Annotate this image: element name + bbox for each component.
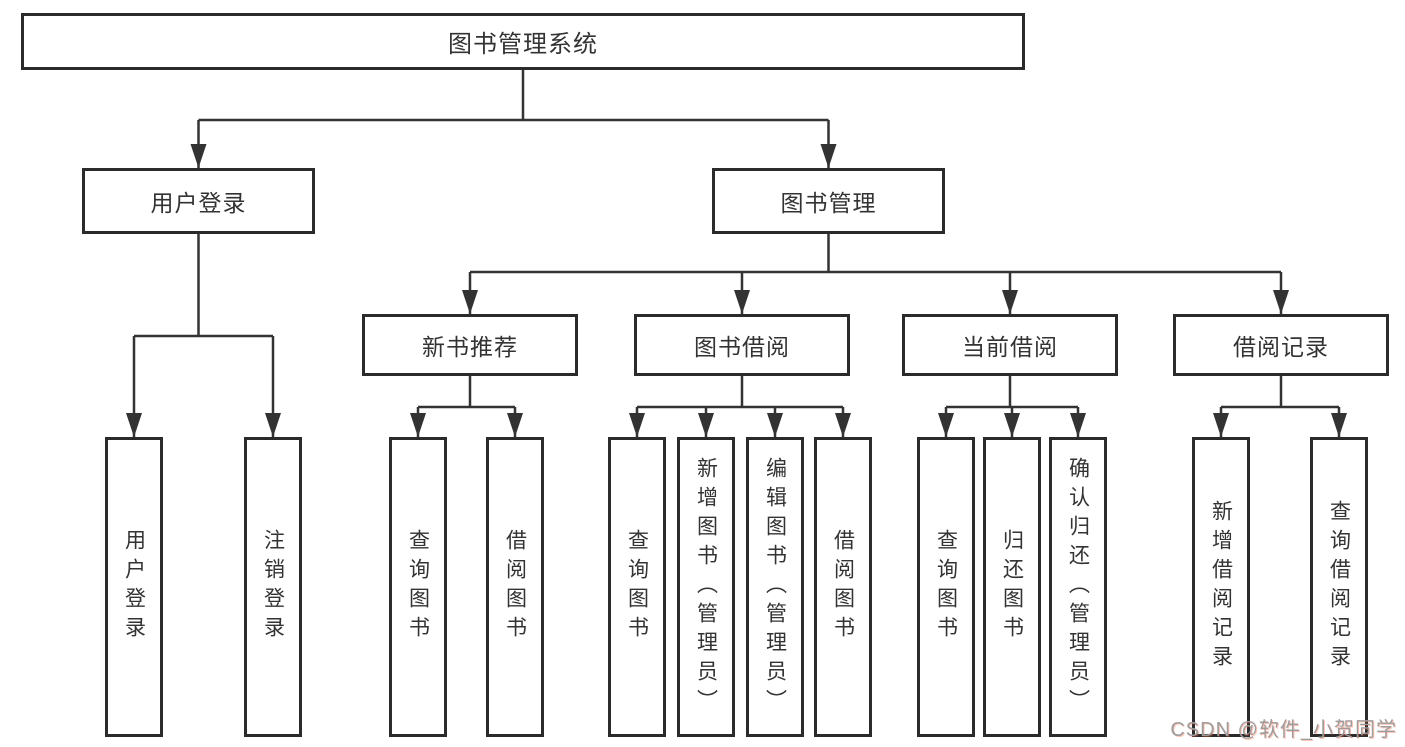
- leaf-borrow-books-rec: 借阅图书: [486, 437, 544, 737]
- leaf-logout: 注销登录: [244, 437, 302, 737]
- connector-skeleton: [134, 70, 1339, 409]
- node-user-login-branch: 用户登录: [82, 168, 315, 234]
- node-root-system: 图书管理系统: [21, 13, 1025, 70]
- node-book-borrowing: 图书借阅: [634, 314, 850, 376]
- leaf-query-books-rec: 查询图书: [389, 437, 447, 737]
- connector-arrows: [126, 120, 1347, 437]
- csdn-watermark: CSDN @软件_小贺同学: [1170, 719, 1397, 741]
- node-borrowing-records: 借阅记录: [1173, 314, 1389, 376]
- leaf-add-borrow-record: 新增借阅记录: [1192, 437, 1250, 737]
- leaf-query-borrow-record: 查询借阅记录: [1310, 437, 1368, 737]
- leaf-query-books-borrow: 查询图书: [608, 437, 666, 737]
- node-new-book-recommend: 新书推荐: [362, 314, 578, 376]
- leaf-user-login: 用户登录: [105, 437, 163, 737]
- leaf-query-books-current: 查询图书: [917, 437, 975, 737]
- leaf-return-books: 归还图书: [983, 437, 1041, 737]
- leaf-borrow-books: 借阅图书: [814, 437, 872, 737]
- node-current-borrowing: 当前借阅: [902, 314, 1118, 376]
- node-book-management-branch: 图书管理: [712, 168, 945, 234]
- leaf-add-books-admin: 新增图书（管理员）: [677, 437, 735, 737]
- leaf-edit-books-admin: 编辑图书（管理员）: [746, 437, 804, 737]
- leaf-confirm-return-admin: 确认归还（管理员）: [1049, 437, 1107, 737]
